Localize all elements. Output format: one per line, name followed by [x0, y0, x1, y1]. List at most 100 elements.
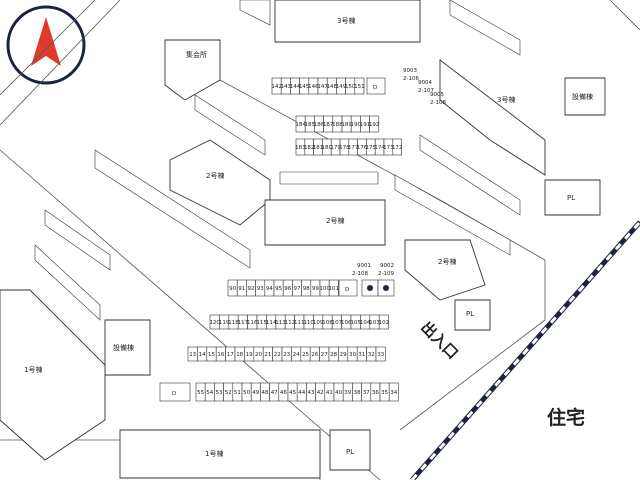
equipment-building-right: [564, 77, 606, 116]
slot-9005-unit: 2-108: [430, 100, 446, 106]
parking-slot-number: 113: [275, 320, 286, 326]
d-slot-top-label: D: [373, 85, 377, 91]
parking-slot-number: 103: [369, 320, 380, 326]
parking-slot-number: 182: [304, 145, 315, 151]
parking-slot: [392, 138, 402, 156]
parking-slot-number: 31: [358, 352, 365, 358]
parking-slot-number: 190: [351, 122, 362, 128]
parking-slot-number: 192: [369, 122, 380, 128]
parking-slot-number: 41: [326, 390, 333, 396]
parking-slot-number: 51: [234, 390, 241, 396]
parking-slot-number: 104: [360, 320, 371, 326]
pl-bottom: [329, 429, 371, 471]
parking-slot: [388, 382, 399, 402]
building-2-left-label: 2号棟: [206, 171, 224, 180]
parking-slot-number: 52: [225, 390, 232, 396]
parking-slot: [378, 314, 389, 330]
parking-slot-number: 97: [294, 286, 301, 292]
parking-slot-number: 115: [256, 320, 267, 326]
parking-slot-number: 90: [229, 286, 236, 292]
parking-slot-number: 149: [336, 84, 347, 90]
pl-right: [544, 179, 601, 216]
parking-slot-number: 96: [284, 286, 291, 292]
parking-slot-number: 144: [290, 84, 301, 90]
parking-slot-number: 172: [392, 145, 403, 151]
building-3-top: [274, 0, 421, 43]
parking-slot-number: 105: [350, 320, 361, 326]
community-hall-label: 集会所: [186, 50, 207, 59]
parking-slot-number: 116: [247, 320, 258, 326]
parking-slot-number: 36: [372, 390, 379, 396]
d-slot-bottom: [159, 382, 191, 402]
parking-slot-number: 32: [368, 352, 375, 358]
parking-slot-number: 48: [262, 390, 269, 396]
parking-slot-number: 185: [305, 122, 316, 128]
parking-slot-number: 18: [236, 352, 243, 358]
slot-9001: 9001: [357, 263, 371, 269]
parking-slot-number: 54: [206, 390, 213, 396]
pl-right-label: PL: [567, 194, 575, 202]
parking-slot-number: 178: [339, 145, 350, 151]
parking-slot-number: 45: [289, 390, 296, 396]
building-3-top-label: 3号棟: [337, 16, 355, 25]
parking-slot-number: 101: [329, 286, 340, 292]
parking-slot-number: 106: [341, 320, 352, 326]
parking-slot-number: 26: [311, 352, 318, 358]
parking-slot-number: 17: [227, 352, 234, 358]
parking-slot-number: 95: [275, 286, 282, 292]
parking-slot-number: 186: [314, 122, 325, 128]
parking-slot-number: 30: [349, 352, 356, 358]
equipment-right-label: 設備棟: [572, 92, 593, 101]
parking-slot-number: 119: [219, 320, 230, 326]
north-arrow-icon: [6, 5, 86, 85]
parking-slot-number: 117: [238, 320, 249, 326]
railway-line: [410, 220, 640, 480]
parking-slot-number: 47: [271, 390, 278, 396]
building-3-right: [439, 59, 546, 176]
community-hall: [164, 39, 221, 101]
parking-slot-number: 93: [257, 286, 264, 292]
parking-slot-number: 49: [252, 390, 259, 396]
parking-slot-number: 177: [348, 145, 359, 151]
parking-slot-number: 142: [271, 84, 282, 90]
parking-slot-number: 118: [228, 320, 239, 326]
parking-slot-number: 24: [293, 352, 300, 358]
parking-slot-number: 15: [208, 352, 215, 358]
parking-slot-number: 181: [313, 145, 324, 151]
parking-slot-number: 183: [295, 145, 306, 151]
parking-slot-number: 145: [299, 84, 310, 90]
parking-slot-number: 42: [317, 390, 324, 396]
slot-9002: 9002: [380, 263, 394, 269]
parking-slot-number: 112: [285, 320, 296, 326]
parking-slot: [375, 346, 386, 362]
equipment-building-left: [104, 319, 151, 376]
parking-slot: [369, 115, 380, 133]
parking-slot-number: 147: [317, 84, 328, 90]
parking-slot-number: 110: [303, 320, 314, 326]
parking-slot-number: 111: [294, 320, 305, 326]
parking-slot-number: 23: [283, 352, 290, 358]
slot-9002-unit: 2-109: [378, 271, 394, 277]
parking-slot-number: 150: [345, 84, 356, 90]
parking-slot-number: 174: [374, 145, 385, 151]
building-1-bottom: [119, 429, 321, 479]
parking-slot-number: 180: [322, 145, 333, 151]
parking-slot-number: 114: [266, 320, 277, 326]
parking-slot-number: 40: [335, 390, 342, 396]
parking-slot-number: 191: [360, 122, 371, 128]
parking-slot-number: 20: [255, 352, 262, 358]
building-1-bottom-label: 1号棟: [205, 449, 223, 458]
parking-slot-number: 14: [199, 352, 206, 358]
slot-9001-unit: 2-108: [352, 271, 368, 277]
parking-slot-number: 21: [264, 352, 271, 358]
parking-slot-number: 107: [332, 320, 343, 326]
parking-slot-number: 22: [274, 352, 281, 358]
parking-slot-number: 108: [322, 320, 333, 326]
parking-slot-number: 43: [308, 390, 315, 396]
parking-slot-number: 184: [295, 122, 306, 128]
parking-slot-number: 16: [217, 352, 224, 358]
parking-slot-number: 98: [303, 286, 310, 292]
parking-slot-number: 37: [363, 390, 370, 396]
